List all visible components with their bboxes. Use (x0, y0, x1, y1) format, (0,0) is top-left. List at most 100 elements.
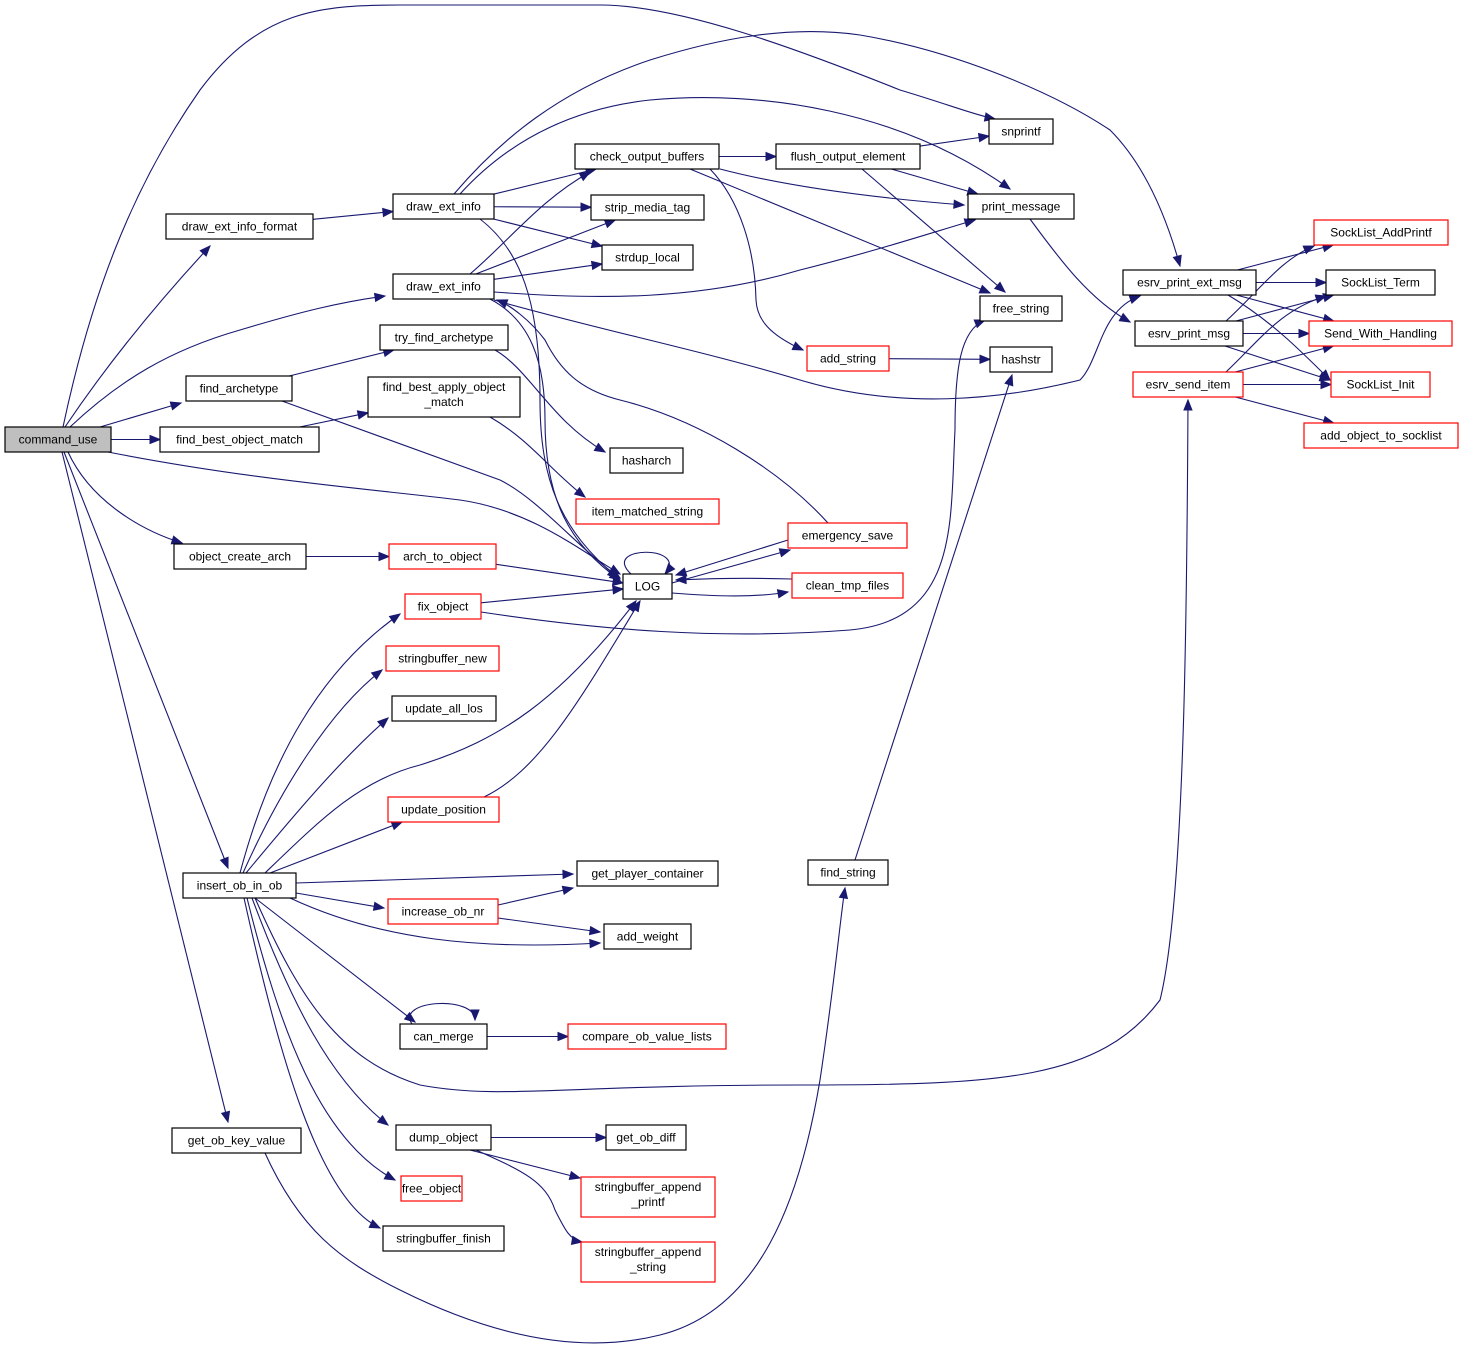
node-label: add_string (820, 352, 876, 366)
node-item-matched-string[interactable]: item_matched_string (575, 498, 720, 525)
node-clean-tmp-files[interactable]: clean_tmp_files (791, 572, 904, 599)
node-get-ob-key-value[interactable]: get_ob_key_value (171, 1127, 302, 1154)
node-label: get_ob_diff (616, 1131, 676, 1145)
node-check-output-buffers[interactable]: check_output_buffers (574, 143, 720, 170)
edge-esrv-print-msg-to-socklist-addprintf (1225, 245, 1315, 322)
node-snprintf[interactable]: snprintf (988, 118, 1054, 145)
node-update-position[interactable]: update_position (387, 796, 500, 823)
node-strip-media-tag[interactable]: strip_media_tag (590, 194, 705, 221)
edge-print-message-to-esrv-print-msg (1029, 218, 1131, 323)
node-insert-ob-in-ob[interactable]: insert_ob_in_ob (182, 872, 297, 899)
node-can-merge[interactable]: can_merge (399, 1023, 488, 1050)
node-free-string[interactable]: free_string (979, 295, 1063, 322)
node-command-use[interactable]: command_use (4, 426, 112, 453)
node-draw-ext-info-a[interactable]: draw_ext_info (392, 193, 495, 220)
node-arch-to-object[interactable]: arch_to_object (388, 543, 497, 570)
edge-draw-ext-info-b-to-strdup-local-arrowhead (590, 260, 604, 271)
edge-draw-ext-info-b-to-check-output-buffers (469, 171, 591, 275)
edge-flush-output-element-to-snprintf-arrowhead (977, 132, 991, 143)
node-flush-output-element[interactable]: flush_output_element (775, 143, 921, 170)
node-find-string[interactable]: find_string (807, 859, 889, 886)
node-find-best-object-match[interactable]: find_best_object_match (159, 426, 320, 453)
node-box (159, 426, 320, 453)
node-hashstr[interactable]: hashstr (989, 346, 1053, 373)
node-add-object-to-socklist[interactable]: add_object_to_socklist (1303, 422, 1459, 449)
node-box (1325, 269, 1436, 296)
node-update-all-los[interactable]: update_all_los (391, 695, 497, 722)
node-emergency-save[interactable]: emergency_save (787, 522, 908, 549)
node-label: get_ob_key_value (188, 1134, 286, 1148)
node-label: arch_to_object (403, 550, 482, 564)
node-label: free_string (993, 302, 1050, 316)
node-try-find-archetype[interactable]: try_find_archetype (379, 324, 509, 351)
edge-insert-ob-in-ob-to-update-all-los-arrowhead (376, 717, 390, 729)
node-draw-ext-info-format[interactable]: draw_ext_info_format (165, 213, 314, 240)
edge-esrv-send-item-to-add-object-to-socklist (1235, 396, 1334, 424)
edge-log-to-log (623, 551, 670, 575)
node-label: check_output_buffers (590, 150, 705, 164)
edge-dump-object-to-stringbuffer-append-string (475, 1149, 583, 1243)
node-socklist-addprintf[interactable]: SockList_AddPrintf (1313, 219, 1449, 246)
node-hasharch[interactable]: hasharch (609, 447, 684, 474)
edge-log-to-log-arrowhead (664, 562, 676, 576)
node-send-with-handling[interactable]: Send_With_Handling (1308, 320, 1453, 347)
node-add-weight[interactable]: add_weight (603, 923, 692, 950)
node-box (979, 295, 1063, 322)
node-box (590, 194, 705, 221)
edge-command-use-to-insert-ob-in-ob (63, 451, 229, 869)
node-find-best-apply-object-match[interactable]: find_best_apply_object_match (367, 376, 521, 418)
node-compare-ob-value-lists[interactable]: compare_ob_value_lists (567, 1023, 727, 1050)
node-draw-ext-info-b[interactable]: draw_ext_info (392, 273, 495, 300)
edge-draw-ext-info-b-to-log (489, 298, 621, 581)
node-label: item_matched_string (592, 505, 703, 519)
node-box (1313, 219, 1449, 246)
edge-command-use-to-snprintf (62, 4, 996, 428)
edge-command-use-to-insert-ob-in-ob-arrowhead (219, 856, 229, 870)
node-stringbuffer-finish[interactable]: stringbuffer_finish (382, 1225, 505, 1252)
node-esrv-print-msg[interactable]: esrv_print_msg (1134, 320, 1244, 347)
edge-command-use-to-draw-ext-info-b (69, 295, 386, 428)
edge-insert-ob-in-ob-to-update-position-arrowhead (390, 821, 404, 831)
node-log[interactable]: LOG (622, 573, 673, 600)
edge-draw-ext-info-a-to-strdup-local-arrowhead (590, 238, 604, 249)
node-esrv-send-item[interactable]: esrv_send_item (1132, 371, 1244, 398)
node-label: hashstr (1001, 353, 1040, 367)
edge-insert-ob-in-ob-to-stringbuffer-new-arrowhead (370, 669, 384, 681)
edge-insert-ob-in-ob-to-add-weight (289, 897, 601, 946)
edge-flush-output-element-to-snprintf (919, 135, 990, 147)
node-socklist-term[interactable]: SockList_Term (1325, 269, 1436, 296)
node-stringbuffer-append-printf[interactable]: stringbuffer_append_printf (580, 1176, 716, 1218)
node-get-ob-diff[interactable]: get_ob_diff (605, 1124, 687, 1151)
node-dump-object[interactable]: dump_object (395, 1124, 492, 1151)
edge-find-archetype-to-log (281, 400, 621, 579)
node-get-player-container[interactable]: get_player_container (576, 860, 719, 887)
node-strdup-local[interactable]: strdup_local (601, 244, 694, 271)
node-label: draw_ext_info_format (182, 220, 298, 234)
edge-check-output-buffers-to-add-string-arrowhead (791, 341, 805, 351)
node-fix-object[interactable]: fix_object (404, 593, 482, 620)
edge-esrv-print-ext-msg-to-socklist-term-arrowhead (1315, 277, 1328, 288)
node-add-string[interactable]: add_string (806, 345, 890, 372)
node-find-archetype[interactable]: find_archetype (185, 375, 293, 402)
edge-insert-ob-in-ob-to-get-player-container (295, 873, 574, 884)
node-box (185, 375, 293, 402)
edge-insert-ob-in-ob-to-fix-object-arrowhead (388, 613, 402, 624)
node-stringbuffer-new[interactable]: stringbuffer_new (385, 645, 500, 672)
node-print-message[interactable]: print_message (967, 193, 1075, 220)
node-box (609, 447, 684, 474)
node-socklist-init[interactable]: SockList_Init (1330, 371, 1431, 398)
node-free-object[interactable]: free_object (400, 1175, 463, 1202)
node-object-create-arch[interactable]: object_create_arch (173, 543, 307, 570)
node-box (967, 193, 1075, 220)
node-stringbuffer-append-string[interactable]: stringbuffer_append_string (580, 1241, 716, 1283)
node-box (622, 573, 673, 600)
node-increase-ob-nr[interactable]: increase_ob_nr (387, 898, 499, 925)
node-label: strdup_local (615, 251, 680, 265)
node-label: object_create_arch (189, 550, 291, 564)
node-label: insert_ob_in_ob (197, 879, 283, 893)
node-box (387, 796, 500, 823)
edge-esrv-print-msg-to-socklist-init-arrowhead (1318, 372, 1332, 382)
node-label: esrv_print_ext_msg (1137, 276, 1242, 290)
node-label: find_archetype (200, 382, 279, 396)
node-esrv-print-ext-msg[interactable]: esrv_print_ext_msg (1122, 269, 1257, 296)
